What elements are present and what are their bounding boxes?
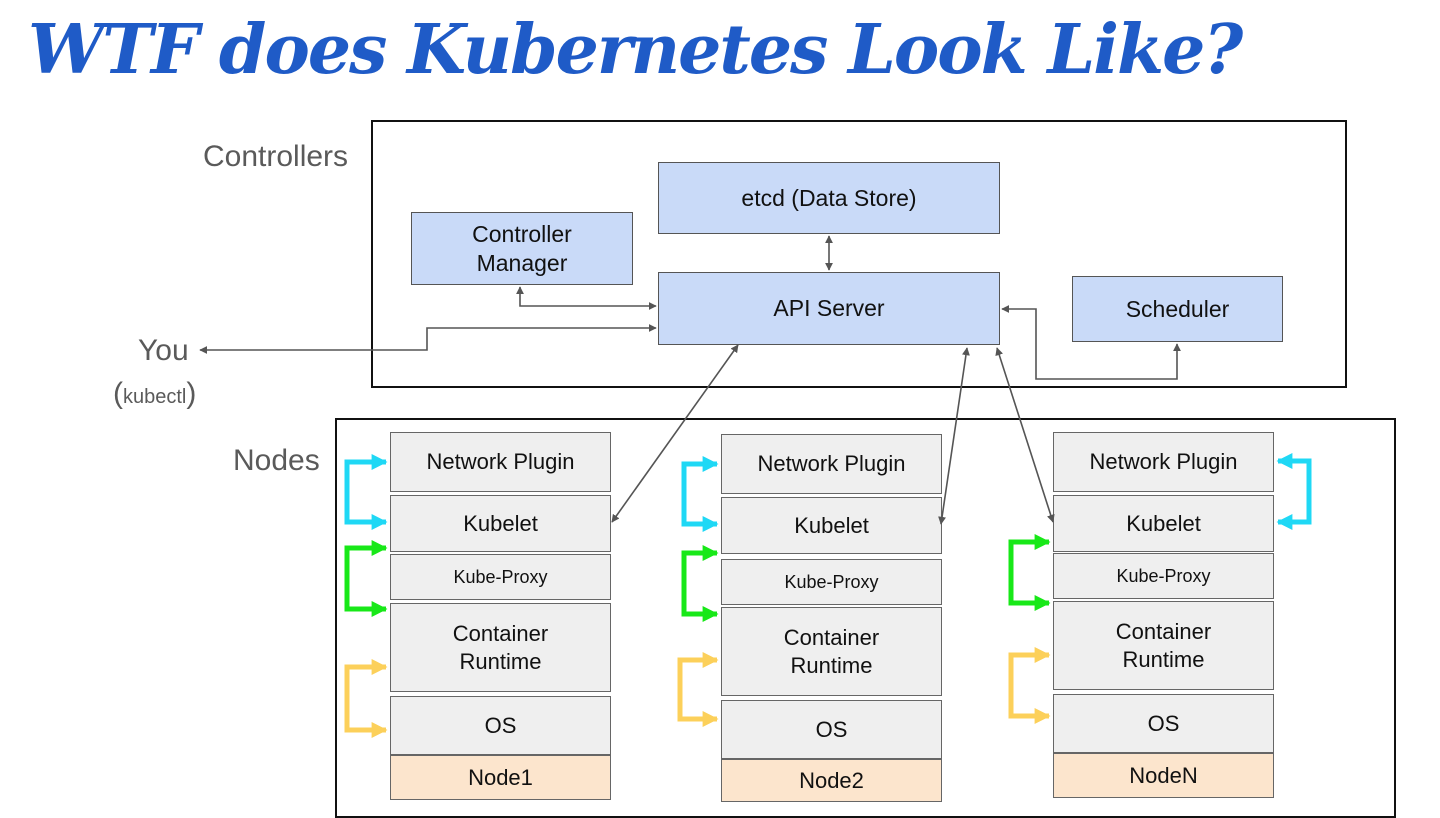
noden-kube-proxy: Kube-Proxy [1053,553,1274,599]
node1-name: Node1 [390,755,611,800]
node2-name: Node2 [721,759,942,802]
node2-network-plugin: Network Plugin [721,434,942,494]
node2-kubelet-label: Kubelet [794,512,869,538]
kubectl-text: kubectl [123,386,187,408]
noden-container-runtime-label: Container Runtime [1115,619,1212,672]
node2-kube-proxy: Kube-Proxy [721,559,942,605]
etcd-box: etcd (Data Store) [658,162,1000,234]
controller-manager-label: Controller Manager [472,220,572,276]
node1-container-runtime: Container Runtime [390,603,611,692]
api-server-box: API Server [658,272,1000,345]
api-node2-kubelet-arrow [938,347,970,525]
node1-os-label: OS [484,712,517,738]
api-noden-kubelet-arrow [995,347,1055,523]
kubectl-close-paren: ) [186,377,197,410]
node1-proxy-link [344,539,388,618]
node2-kubelet: Kubelet [721,497,942,554]
controllers-label: Controllers [203,140,349,173]
you-api-arrow [199,324,657,354]
node1-kube-proxy-label: Kube-Proxy [453,566,548,587]
node1-kubelet: Kubelet [390,495,611,552]
node2-os-label: OS [815,716,848,742]
node1-container-runtime-label: Container Runtime [452,621,549,674]
node2-network-link [681,455,719,533]
noden-proxy-link [1008,533,1051,612]
noden-network-plugin-label: Network Plugin [1089,449,1238,475]
node1-os: OS [390,696,611,755]
kubectl-label: (kubectl) [113,377,196,411]
controller-manager-box: Controller Manager [411,212,633,285]
noden-container-runtime: Container Runtime [1053,601,1274,690]
api-server-label: API Server [773,295,885,322]
node1-name-label: Node1 [468,764,533,790]
noden-network-link [1276,452,1312,531]
api-node1-kubelet-arrow [611,344,739,523]
noden-kubelet: Kubelet [1053,495,1274,552]
kubectl-open-paren: ( [113,377,123,410]
node2-name-label: Node2 [799,767,864,793]
etcd-label: etcd (Data Store) [741,184,917,211]
node2-kube-proxy-label: Kube-Proxy [784,571,879,592]
page-title: WTF does Kubernetes Look Like? [28,10,1243,90]
noden-name-label: NodeN [1129,762,1198,788]
noden-kube-proxy-label: Kube-Proxy [1116,565,1211,586]
node2-proxy-link [681,544,719,623]
node1-kubelet-label: Kubelet [463,510,538,536]
node2-container-runtime-label: Container Runtime [783,625,880,678]
controller-manager-api-arrow [516,286,657,310]
nodes-label: Nodes [233,444,320,477]
node2-container-runtime: Container Runtime [721,607,942,696]
scheduler-api-arrow [1001,305,1181,380]
node2-network-plugin-label: Network Plugin [757,451,906,477]
node1-runtime-link [344,658,388,739]
node2-os: OS [721,700,942,759]
noden-os: OS [1053,694,1274,753]
noden-runtime-link [1008,646,1051,725]
noden-kubelet-label: Kubelet [1126,510,1201,536]
noden-os-label: OS [1147,710,1180,736]
node1-network-link [344,453,388,531]
node2-runtime-link [677,651,719,728]
node1-network-plugin: Network Plugin [390,432,611,492]
noden-network-plugin: Network Plugin [1053,432,1274,492]
controllers-frame [371,120,1347,388]
you-label: You [138,334,189,367]
noden-name: NodeN [1053,753,1274,798]
node1-kube-proxy: Kube-Proxy [390,554,611,600]
node1-network-plugin-label: Network Plugin [426,449,575,475]
